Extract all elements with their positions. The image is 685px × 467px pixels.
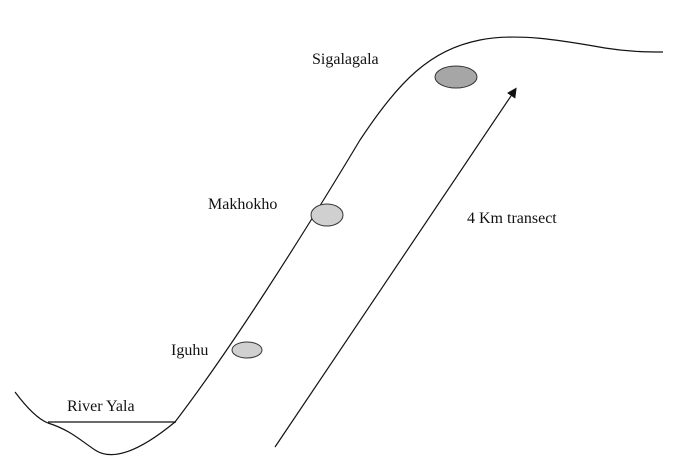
site-makhokho-marker: [310, 203, 344, 227]
label-sigalagala: Sigalagala: [312, 51, 379, 68]
label-transect: 4 Km transect: [467, 210, 557, 227]
site-sigalagala-marker: [434, 65, 478, 89]
label-river-yala: River Yala: [67, 398, 135, 415]
transect-arrow: [274, 87, 517, 448]
label-iguhu: Iguhu: [171, 342, 208, 359]
terrain-profile-line: [14, 36, 664, 456]
site-iguhu-marker: [231, 341, 263, 359]
label-makhokho: Makhokho: [208, 196, 277, 213]
